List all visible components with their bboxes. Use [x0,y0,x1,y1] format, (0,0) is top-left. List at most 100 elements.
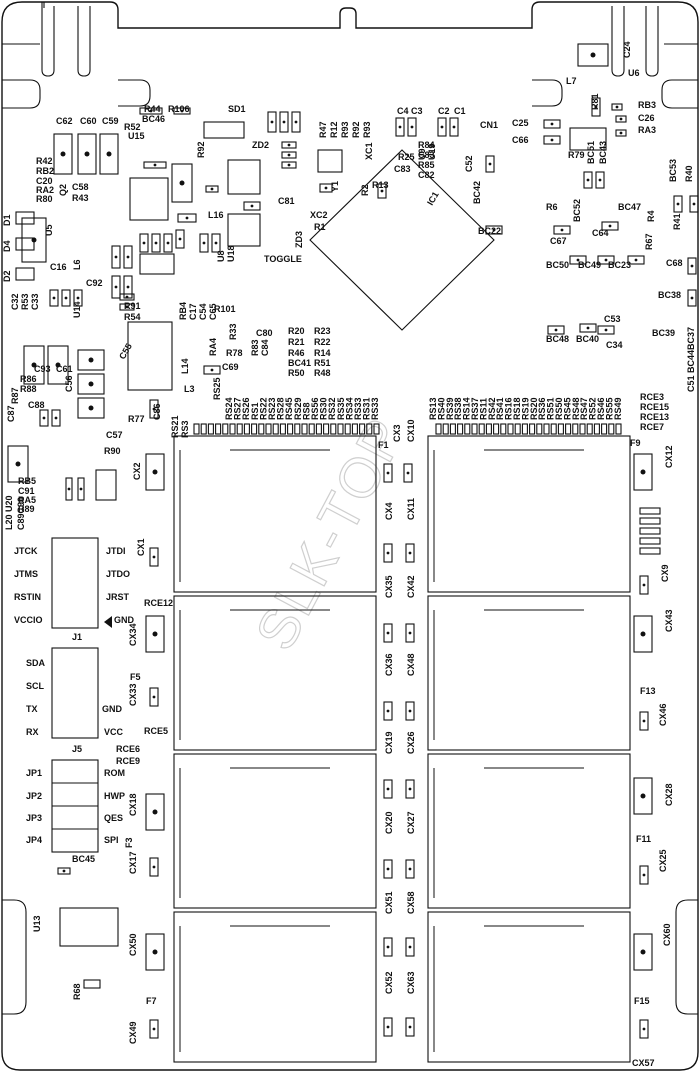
resistor-pad [579,423,586,435]
small-cap-37 [405,701,415,721]
label-cx18: CX18 [128,793,138,816]
small-cap-54 [151,233,161,253]
resistor-pad [529,423,536,435]
label-tx: TX [26,704,38,714]
tantalum-capacitors [7,43,653,971]
label-r68: R68 [72,983,82,1000]
resistor-label-rs14-4: RS14 [462,397,472,420]
small-cap-pad-51 [210,368,214,372]
small-cap-44 [383,1017,393,1037]
small-cap-pad-17 [690,264,694,268]
label-cx10: CX10 [406,419,416,442]
label-c84: C84 [260,339,270,356]
resistor-pad [593,423,600,435]
label-sda: SDA [26,658,46,668]
small-cap-pad-83 [153,163,157,167]
label-c58: C58 [72,182,89,192]
resistor-pad [272,423,279,435]
small-cap-pad-22 [619,131,623,135]
label-f9: F9 [630,438,641,448]
small-cap-73 [281,141,297,149]
cap-c87 [7,445,29,483]
resistor-label-rs56-10: RS56 [310,397,320,420]
resistor-bank-right-labels: RS13RS40RS39RS38RS14RS37RS11RS42RS41RS16… [428,397,623,420]
small-cap-pad-65 [52,296,56,300]
label-bc51: BC51 [586,141,596,164]
label-jtdi: JTDI [106,546,126,556]
small-cap-4 [543,119,561,129]
label-r50: R50 [288,368,305,378]
small-cap-34 [383,623,393,643]
small-cap-24 [611,103,623,111]
small-cap-26 [149,547,159,567]
label-l6: L6 [72,259,82,270]
resistor-pad [279,423,286,435]
label-hwp: HWP [104,791,125,801]
resistor-pad [507,423,514,435]
resistor-label-rs30-11: RS30 [319,397,329,420]
small-cap-47 [639,711,649,731]
header-j5 [51,647,99,739]
resistor-label-rs28-6: RS28 [276,397,286,420]
resistor-label-rs52-19: RS52 [588,397,598,420]
label-c67: C67 [550,236,567,246]
label-bc48: BC48 [546,334,569,344]
label-r93: R93 [340,121,350,138]
small-cap-pad-2 [440,125,444,129]
resistor-pad [442,423,449,435]
small-cap-74 [281,151,297,159]
label-sd1: SD1 [228,104,246,114]
label-c32: C32 [10,293,20,310]
label-q2: Q2 [58,184,68,196]
small-cap-pad-10 [676,202,680,206]
small-cap-7 [485,225,503,235]
small-cap-67 [73,289,83,307]
small-cap-23 [615,115,627,123]
label-r21: R21 [288,337,305,347]
label-gnd1: GND [114,615,135,625]
label-rs21: RS21 [170,415,180,438]
label-r83: R83 [250,339,260,356]
cap-cx18 [145,793,165,831]
label-cx48: CX48 [406,653,416,676]
small-cap-85 [177,213,197,223]
label-f11: F11 [636,834,651,844]
label-f7: F7 [146,996,157,1006]
resistor-label-rs36-13: RS36 [537,397,547,420]
small-cap-pad-33 [408,551,412,555]
small-cap-58 [211,233,221,253]
small-cap-51 [203,365,221,375]
small-cap-32 [383,543,393,563]
small-cap-16 [627,255,645,265]
small-cap-39 [405,779,415,799]
flash-chip-7 [173,911,377,1063]
small-cap-pad-81 [125,295,129,299]
cap-cx43 [633,615,653,653]
label-r77: R77 [128,414,145,424]
label-jrst: JRST [106,592,130,602]
small-cap-66 [61,289,71,307]
resistor-pad [301,423,308,435]
label-r47: R47 [318,121,328,138]
resistor-pad [608,423,615,435]
label-cx11: CX11 [406,498,416,520]
label-bc41: BC41 [288,358,311,368]
small-cap-pad-85 [185,216,189,220]
label-u15: U15 [128,131,145,141]
inductor-l3 [95,469,117,501]
resistor-pad [330,423,337,435]
resistor-label-rs1-3: RS1 [250,402,260,420]
small-cap-pad-9 [598,178,602,182]
cap-c62 [53,133,73,175]
label-c93: C93 [34,364,51,374]
small-cap-pad-73 [287,143,291,147]
resistor-pad [514,423,521,435]
small-cap-68 [139,107,163,115]
label-l3: L3 [184,384,195,394]
label-d2: D2 [2,270,12,282]
label-jtdo: JTDO [106,569,130,579]
small-cap-pad-60 [380,189,384,193]
